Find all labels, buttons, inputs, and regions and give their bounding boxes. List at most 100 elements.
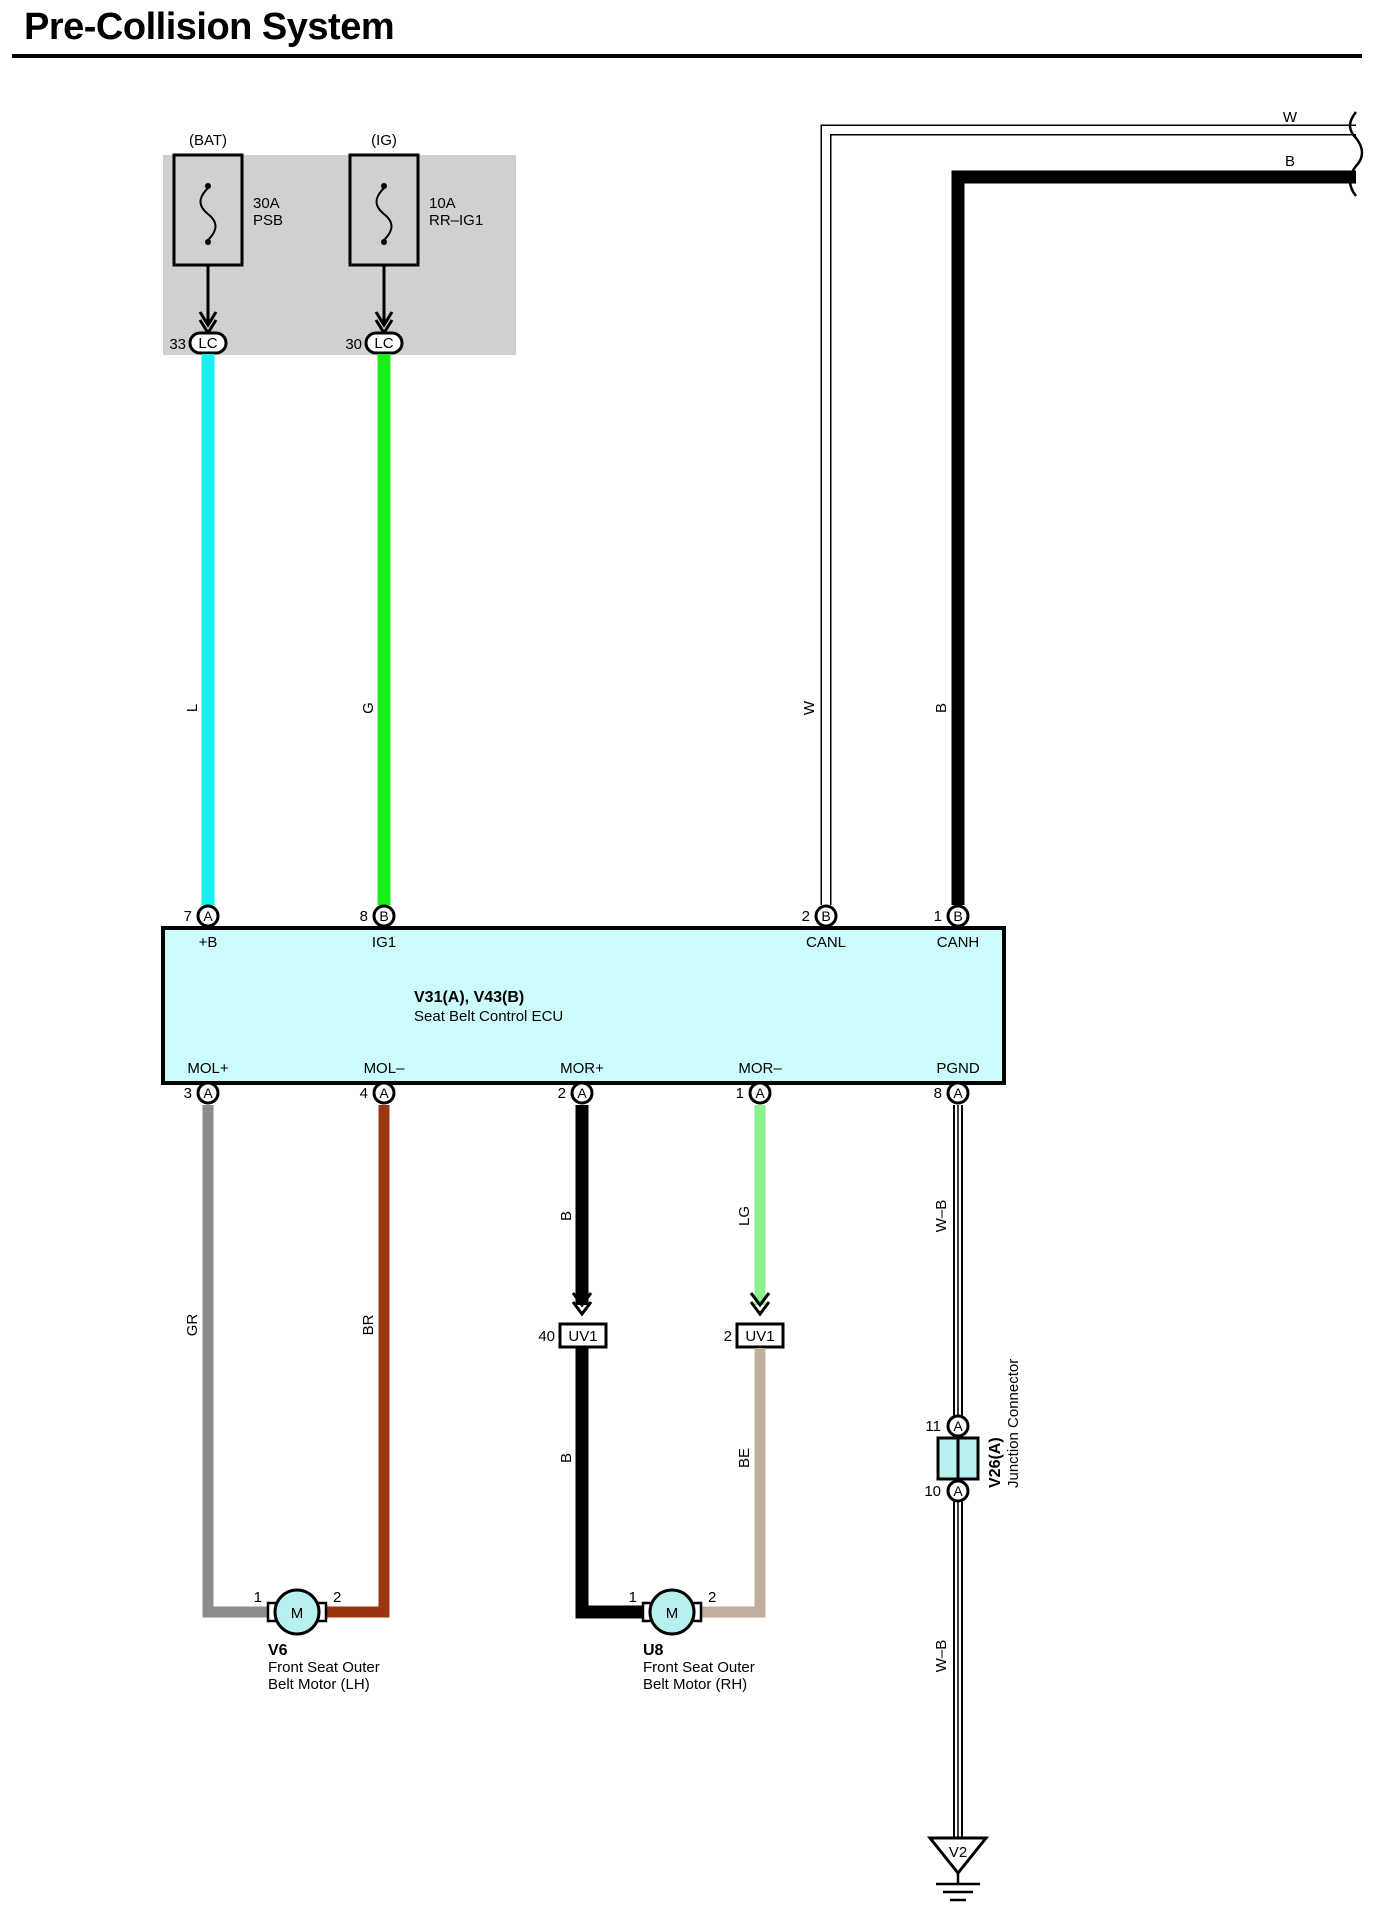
svg-text:UV1: UV1 xyxy=(568,1328,597,1345)
wire-lg-label: LG xyxy=(736,1206,753,1226)
svg-text:8: 8 xyxy=(360,908,368,925)
ecu-pin-mor-plus-label: MOR+ xyxy=(560,1060,604,1077)
svg-text:2: 2 xyxy=(708,1589,716,1606)
ecu-pin-mor-plus: A 2 xyxy=(558,1081,594,1105)
ecu-pin-pgnd: A 8 xyxy=(934,1081,970,1105)
svg-text:A: A xyxy=(953,1085,963,1101)
svg-text:A: A xyxy=(379,1085,389,1101)
ecu-pin-mol-minus-label: MOL– xyxy=(364,1060,406,1077)
title-rule xyxy=(12,54,1362,58)
fuse-box-panel xyxy=(163,155,516,355)
ecu-pin-mol-plus-label: MOL+ xyxy=(187,1060,229,1077)
svg-text:2: 2 xyxy=(724,1328,732,1345)
svg-text:4: 4 xyxy=(360,1085,368,1102)
wire-mor-plus-upper-label: B xyxy=(558,1211,575,1221)
wire-g-label: G xyxy=(360,702,377,714)
ecu-pin-mor-minus: A 1 xyxy=(736,1081,772,1105)
fuse-psb-source: (BAT) xyxy=(189,132,227,149)
wire-w xyxy=(820,124,1356,905)
svg-text:1: 1 xyxy=(629,1589,637,1606)
svg-text:UV1: UV1 xyxy=(745,1328,774,1345)
top-wire-b-label: B xyxy=(1285,153,1295,170)
wire-w-b-label-lower: W–B xyxy=(933,1640,950,1673)
motor-v6-line1: Front Seat Outer xyxy=(268,1659,380,1676)
fuse-psb: (BAT) 30A PSB LC 33 xyxy=(169,132,283,355)
ecu-pin-pgnd-label: PGND xyxy=(936,1060,980,1077)
svg-text:B: B xyxy=(953,908,962,924)
motor-u8: M 1 2 U8 Front Seat Outer Belt Motor (RH… xyxy=(629,1588,755,1693)
fuse-psb-conn: LC xyxy=(198,335,217,352)
svg-text:+B: +B xyxy=(199,934,218,951)
svg-text:1: 1 xyxy=(254,1589,262,1606)
ecu-name: Seat Belt Control ECU xyxy=(414,1008,563,1025)
ecu-pin-ig1: B 8 IG1 xyxy=(360,904,396,951)
svg-text:IG1: IG1 xyxy=(372,934,396,951)
wire-break-mark xyxy=(1348,111,1364,197)
ecu-pin-mol-minus: A 4 xyxy=(360,1081,396,1105)
svg-text:40: 40 xyxy=(538,1328,555,1345)
wire-w-b-label-upper: W–B xyxy=(933,1200,950,1233)
fuse-rr-ig1: (IG) 10A RR–IG1 LC 30 xyxy=(345,132,483,355)
svg-text:1: 1 xyxy=(934,908,942,925)
fuse-rr-ig1-pin: 30 xyxy=(345,336,362,353)
fuse-psb-name: PSB xyxy=(253,212,283,229)
wire-br xyxy=(322,1105,390,1618)
wire-mor-plus-lower-label: B xyxy=(558,1453,575,1463)
svg-text:CANL: CANL xyxy=(806,934,846,951)
wire-br-label: BR xyxy=(360,1314,377,1335)
ecu-pin-plus-b: A 7 +B xyxy=(184,904,220,951)
motor-u8-id: U8 xyxy=(643,1642,664,1659)
svg-text:A: A xyxy=(203,1085,213,1101)
motor-u8-symbol: M xyxy=(666,1605,679,1622)
fuse-rr-ig1-conn: LC xyxy=(374,335,393,352)
ground-v2: V2 xyxy=(926,1836,990,1902)
svg-text:11: 11 xyxy=(925,1418,941,1435)
svg-text:A: A xyxy=(953,1483,963,1499)
svg-text:3: 3 xyxy=(184,1085,192,1102)
wire-be xyxy=(697,1348,766,1618)
uv1-connector-2: UV1 2 xyxy=(724,1292,785,1349)
svg-text:1: 1 xyxy=(736,1085,744,1102)
wire-w-label: W xyxy=(801,700,818,715)
ecu-pin-canl: B 2 CANL xyxy=(802,904,846,951)
page-title: Pre-Collision System xyxy=(24,6,395,48)
svg-text:B: B xyxy=(379,908,388,924)
svg-text:10: 10 xyxy=(924,1483,941,1500)
wire-gr-label: GR xyxy=(184,1314,201,1337)
svg-text:A: A xyxy=(953,1418,963,1434)
svg-text:A: A xyxy=(577,1085,587,1101)
svg-text:2: 2 xyxy=(802,908,810,925)
ground-v2-label: V2 xyxy=(949,1844,967,1861)
motor-v6-id: V6 xyxy=(268,1642,288,1659)
fuse-rr-ig1-name: RR–IG1 xyxy=(429,212,483,229)
wire-l-label: L xyxy=(184,704,201,712)
svg-text:CANH: CANH xyxy=(937,934,980,951)
junction-name: Junction Connector xyxy=(1005,1359,1022,1488)
fuse-psb-pin: 33 xyxy=(169,336,186,353)
wire-b-label: B xyxy=(933,703,950,713)
svg-text:B: B xyxy=(821,908,830,924)
junction-id: V26(A) xyxy=(987,1437,1004,1488)
junction-connector: A 11 A 10 V26(A) Junction Connector xyxy=(924,1359,1022,1503)
fuse-psb-amp: 30A xyxy=(253,195,280,212)
wire-gr xyxy=(202,1105,270,1618)
fuse-rr-ig1-source: (IG) xyxy=(371,132,397,149)
wire-mor-plus-lower xyxy=(575,1348,645,1619)
ecu-pin-canh: B 1 CANH xyxy=(934,904,980,951)
top-wire-w-label: W xyxy=(1283,109,1298,126)
svg-text:2: 2 xyxy=(558,1085,566,1102)
svg-text:A: A xyxy=(203,908,213,924)
motor-v6-line2: Belt Motor (LH) xyxy=(268,1676,370,1693)
svg-text:2: 2 xyxy=(333,1589,341,1606)
fuse-rr-ig1-amp: 10A xyxy=(429,195,456,212)
wire-b xyxy=(951,170,1356,905)
motor-v6-symbol: M xyxy=(291,1605,304,1622)
uv1-connector-40: UV1 40 xyxy=(538,1292,608,1349)
motor-v6: M 1 2 V6 Front Seat Outer Belt Motor (LH… xyxy=(254,1588,380,1693)
motor-u8-line2: Belt Motor (RH) xyxy=(643,1676,747,1693)
svg-text:A: A xyxy=(755,1085,765,1101)
ecu-pin-mol-plus: A 3 xyxy=(184,1081,220,1105)
wire-be-label: BE xyxy=(736,1448,753,1468)
ecu-id: V31(A), V43(B) xyxy=(414,989,524,1006)
